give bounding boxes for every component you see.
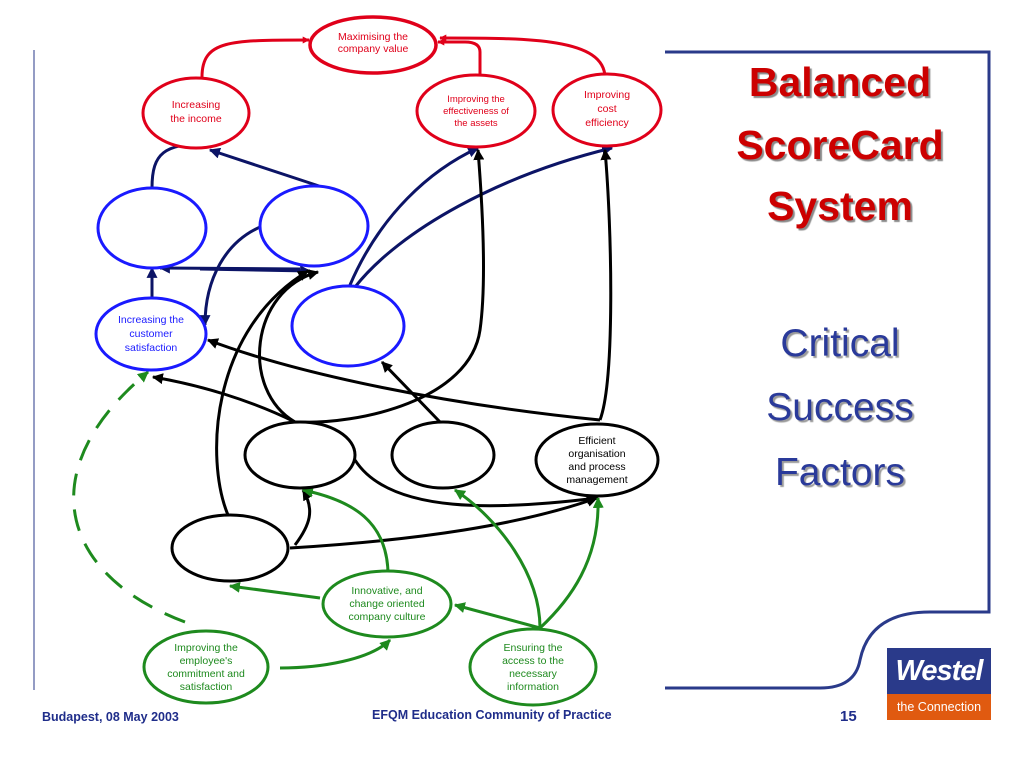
node-text-line: satisfaction bbox=[125, 342, 178, 354]
slide-title-line: ScoreCard bbox=[736, 122, 944, 168]
node-maximising-shape bbox=[308, 15, 438, 75]
node-process-b-shape bbox=[390, 420, 496, 490]
node-access-shape bbox=[468, 627, 598, 707]
node-customer-a bbox=[96, 186, 208, 270]
node-cost: Improving cost efficiency bbox=[551, 72, 663, 148]
node-text-line: Increasing the bbox=[118, 314, 184, 326]
slide-subtitle-line: Critical bbox=[780, 322, 900, 365]
node-text-line: effectiveness of bbox=[443, 106, 509, 117]
node-text-line: Improving the bbox=[174, 642, 238, 654]
logo-wordmark: Westel bbox=[887, 648, 991, 694]
node-customer-c bbox=[290, 284, 406, 368]
node-text-line: Improving bbox=[584, 89, 630, 101]
node-cost-shape bbox=[551, 72, 663, 148]
node-text-line: and process bbox=[568, 461, 625, 473]
node-satisfaction-shape bbox=[94, 296, 208, 372]
node-text-line: customer bbox=[129, 328, 173, 340]
node-text-line: employee's bbox=[180, 655, 233, 667]
node-process-a-shape bbox=[243, 420, 357, 490]
slide-title-line: Balanced bbox=[748, 59, 932, 105]
slide-subtitle-line: Factors bbox=[774, 451, 906, 494]
node-assets-shape bbox=[415, 73, 537, 149]
node-text-line: company culture bbox=[348, 611, 425, 623]
footer-community: EFQM Education Community of Practice bbox=[372, 708, 612, 722]
financial-arrows bbox=[200, 34, 607, 79]
node-text-line: commitment and bbox=[167, 668, 245, 680]
node-commitment-shape bbox=[142, 629, 270, 705]
slide-subtitle-line: Success bbox=[766, 386, 914, 429]
node-text-line: access to the bbox=[502, 655, 564, 667]
node-innovative-shape bbox=[321, 569, 453, 639]
slide-title-line: System bbox=[767, 183, 913, 229]
customer-arrows bbox=[146, 138, 614, 327]
node-customer-b-shape bbox=[258, 184, 370, 268]
node-text-line: the assets bbox=[454, 118, 498, 129]
node-text-line: Innovative, and bbox=[351, 585, 422, 597]
page-number: 15 bbox=[840, 708, 857, 725]
node-text-line: Maximising the bbox=[338, 31, 408, 43]
node-text-line: Improving the bbox=[447, 94, 505, 105]
node-text-line: organisation bbox=[568, 448, 625, 460]
node-income: Increasing the income bbox=[141, 76, 251, 150]
node-income-shape bbox=[141, 76, 251, 150]
node-text-line: Efficient bbox=[578, 435, 615, 447]
node-text-line: efficiency bbox=[585, 117, 629, 129]
node-process-a bbox=[243, 420, 357, 490]
node-customer-b bbox=[258, 184, 370, 268]
node-customer-c-shape bbox=[290, 284, 406, 368]
node-text-line: management bbox=[566, 474, 627, 486]
node-process-d bbox=[170, 513, 290, 583]
node-customer-a-shape bbox=[96, 186, 208, 270]
footer-location-date: Budapest, 08 May 2003 bbox=[42, 710, 179, 724]
logo-tagline: the Connection bbox=[887, 694, 991, 720]
node-text-line: change oriented bbox=[349, 598, 424, 610]
westel-logo: Westel the Connection bbox=[887, 648, 991, 720]
node-text-line: necessary bbox=[509, 668, 558, 680]
node-text-line: Increasing bbox=[172, 99, 221, 111]
node-text-line: Ensuring the bbox=[504, 642, 563, 654]
node-satisfaction: Increasing the customer satisfaction bbox=[94, 296, 208, 372]
node-text-line: satisfaction bbox=[180, 681, 233, 693]
node-process-d-shape bbox=[170, 513, 290, 583]
node-text-line: information bbox=[507, 681, 559, 693]
slide-frame bbox=[665, 50, 991, 690]
node-text-line: company value bbox=[338, 43, 409, 55]
node-text-line: cost bbox=[597, 103, 616, 115]
node-text-line: the income bbox=[170, 113, 222, 125]
node-process-b bbox=[390, 420, 496, 490]
node-efficient-shape bbox=[534, 422, 660, 498]
learning-arrows bbox=[72, 370, 604, 670]
